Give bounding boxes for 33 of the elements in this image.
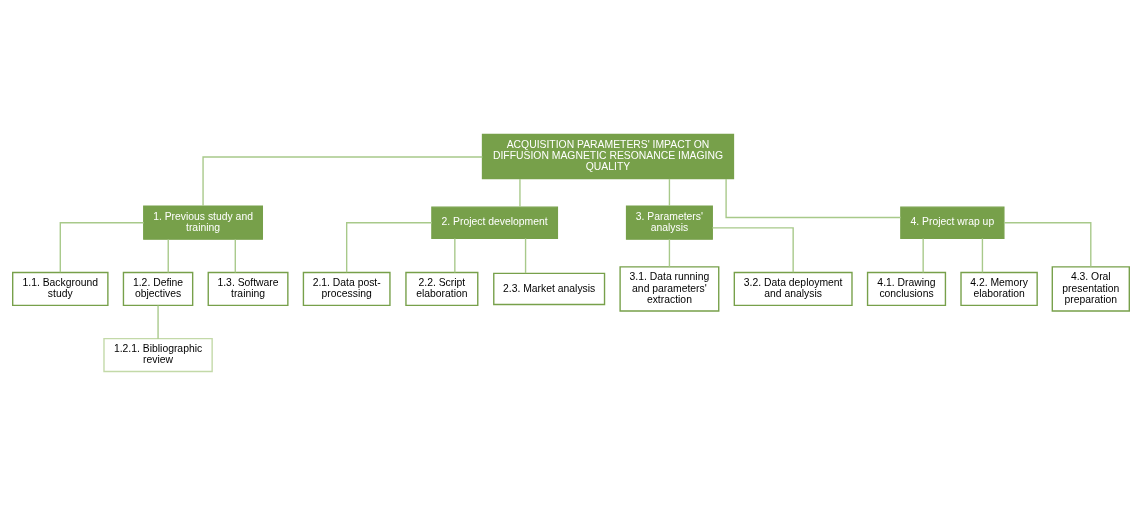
node-box: 4.1. Drawing conclusions	[866, 271, 947, 307]
connector	[519, 178, 521, 208]
node-box: 1.2. Define objectives	[122, 271, 194, 307]
node-box: 3. Parameters' analysis	[625, 205, 713, 240]
node-box: 4.3. Oral presentation preparation	[1051, 266, 1130, 312]
node-box: 1.1. Background study	[12, 271, 109, 307]
connector	[711, 227, 794, 273]
connector	[346, 222, 433, 273]
node-box: 1. Previous study and training	[143, 205, 263, 240]
node-box: ACQUISITION PARAMETERS' IMPACT ON DIFFUSION MAGNETIC RESONANCE IMAGING QUALITY	[481, 133, 735, 180]
connector	[202, 156, 484, 207]
connector	[454, 237, 456, 274]
connector	[725, 178, 902, 219]
node-box: 2.3. Market analysis	[493, 272, 606, 306]
node-box: 3.2. Data deployment and analysis	[733, 271, 853, 307]
node-box: 2. Project development	[431, 206, 559, 239]
node-box: 4. Project wrap up	[900, 206, 1005, 239]
node-box: 1.2.1. Bibliographic review	[103, 337, 213, 373]
connector	[668, 238, 671, 268]
connector	[981, 237, 984, 274]
connector	[167, 238, 169, 274]
node-box: 2.1. Data post-processing	[302, 271, 391, 307]
connector	[59, 222, 145, 273]
node-box: 2.2. Script elaboration	[405, 271, 479, 307]
node-box: 1.3. Software training	[207, 271, 289, 307]
connector	[524, 237, 527, 274]
node-box: 4.2. Memory elaboration	[960, 271, 1038, 307]
connector	[157, 304, 159, 340]
connector	[234, 238, 236, 274]
node-box: 3.1. Data running and parameters' extraction	[619, 266, 720, 312]
connector	[668, 178, 671, 207]
connector	[922, 237, 924, 274]
connector	[1003, 222, 1092, 268]
